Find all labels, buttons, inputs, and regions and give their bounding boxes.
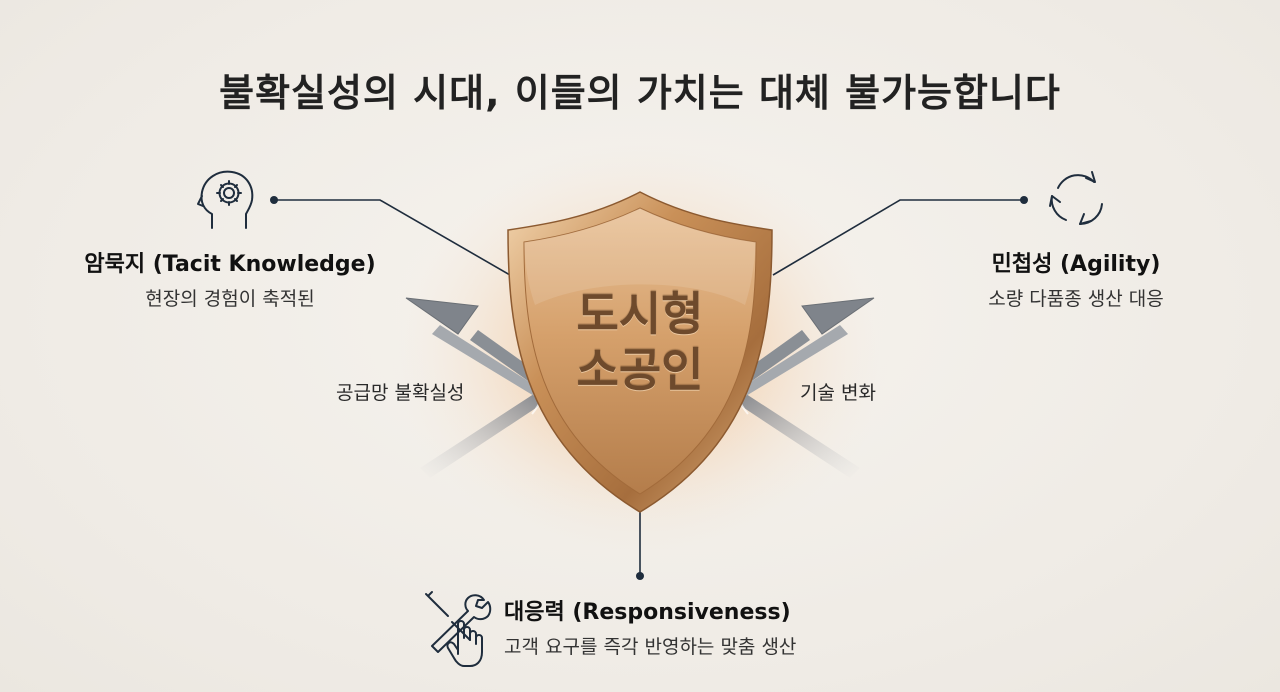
connector-tacit (274, 199, 511, 276)
connector-agility (772, 199, 1024, 276)
connector-dot-agility (1020, 196, 1028, 204)
node-tacit-title: 암묵지 (Tacit Knowledge) (84, 252, 376, 277)
node-responsiveness: 대응력 (Responsiveness) 고객 요구를 즉각 반영하는 맞춤 생… (504, 594, 884, 659)
connector-dot-responsiveness (636, 572, 644, 580)
shield-label-line2: 소공인 (576, 343, 704, 397)
node-agility-title: 민첩성 (Agility) (991, 252, 1161, 277)
threat-label-tech-change: 기술 변화 (800, 382, 876, 404)
connector-lines (274, 199, 1024, 576)
node-responsiveness-title: 대응력 (Responsiveness) (504, 600, 791, 625)
node-agility-subtitle: 소량 다품종 생산 대응 (988, 288, 1164, 310)
node-responsiveness-subtitle: 고객 요구를 즉각 반영하는 맞춤 생산 (504, 636, 797, 658)
shield (507, 191, 773, 513)
right-threat-arrow (725, 297, 875, 478)
node-tacit-subtitle: 현장의 경험이 축적된 (145, 288, 315, 310)
connector-dot-tacit (270, 196, 278, 204)
node-agility: 민첩성 (Agility) 소량 다품종 생산 대응 (936, 246, 1216, 311)
threat-label-supply-chain: 공급망 불확실성 (336, 382, 465, 404)
page-title: 불확실성의 시대, 이들의 가치는 대체 불가능합니다 (219, 71, 1061, 115)
node-tacit-knowledge: 암묵지 (Tacit Knowledge) 현장의 경험이 축적된 (80, 246, 380, 311)
shield-label-line1: 도시형 (576, 287, 704, 341)
